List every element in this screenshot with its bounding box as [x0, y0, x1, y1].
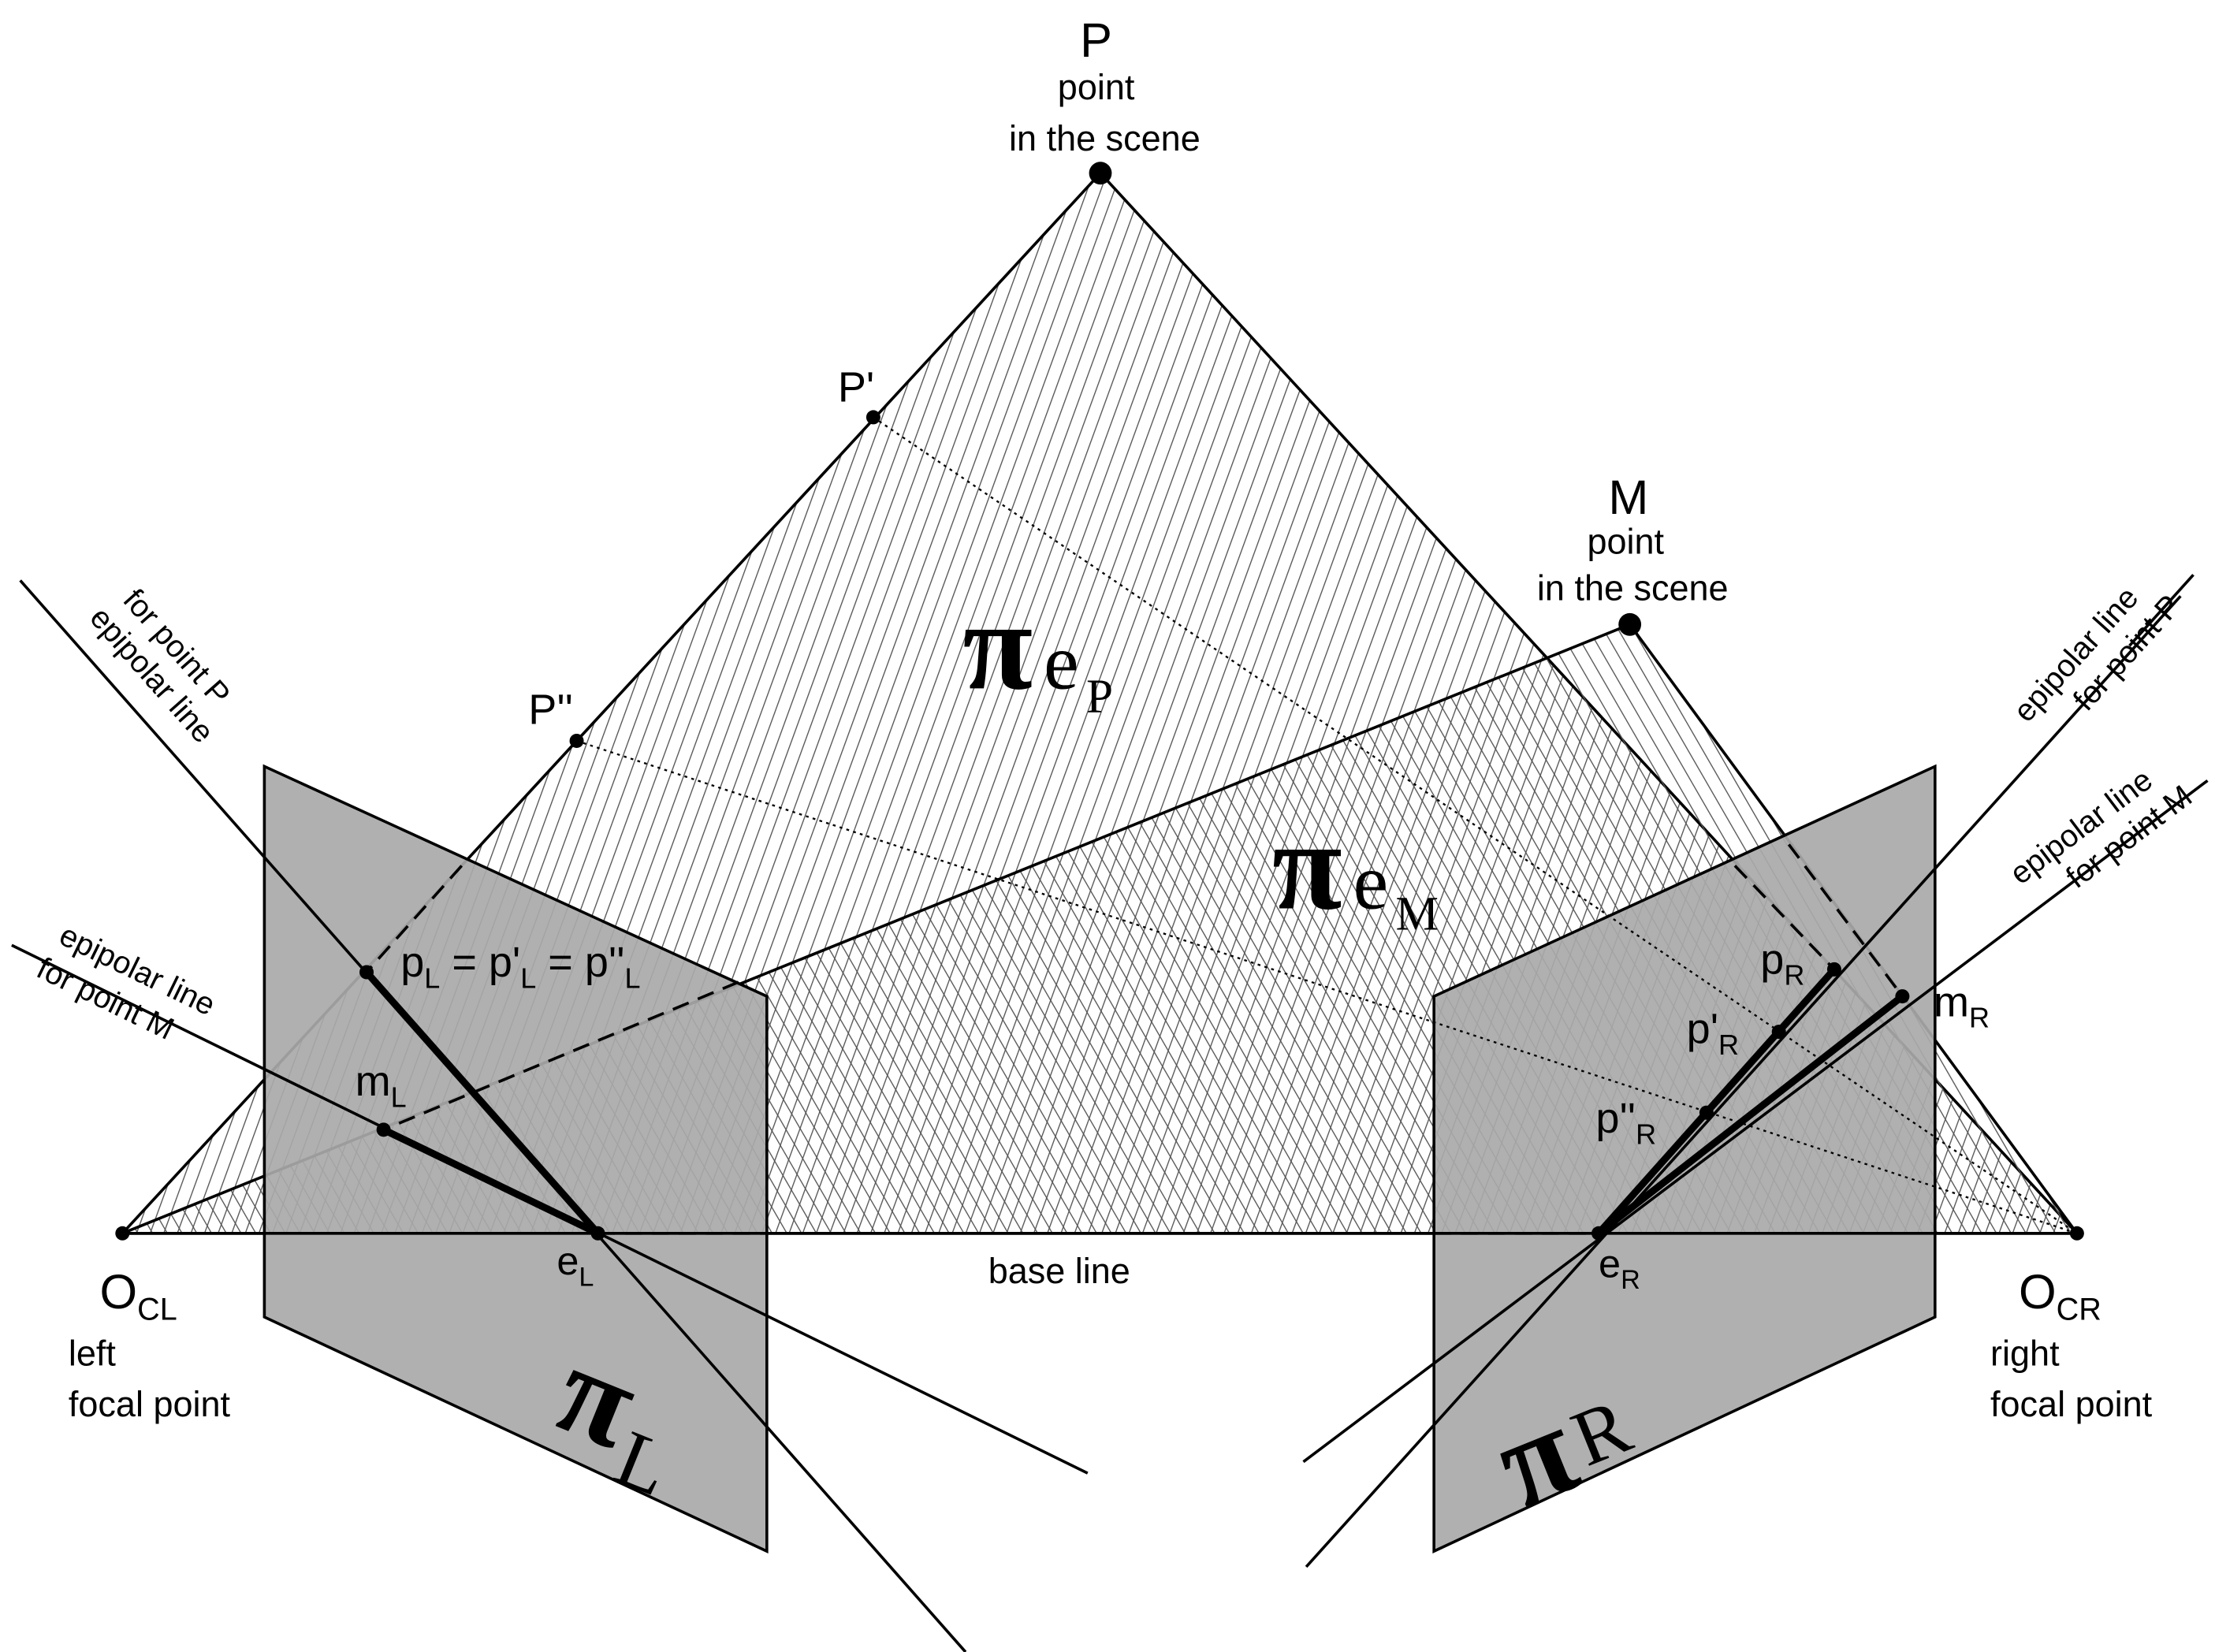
symbol-epipolar-plane-M: π e M [1272, 795, 1439, 940]
right-image-plane [1432, 764, 1937, 1553]
hidden-edge-right-M [1787, 843, 1904, 998]
right-epipolar-line-P [1305, 595, 2182, 1568]
hidden-edge-left-P [365, 865, 463, 973]
right-epipolar-segment-M [1596, 993, 1905, 1237]
caption-M-1: point [1587, 521, 1664, 561]
point-mL [376, 1122, 391, 1137]
point-M [1618, 612, 1642, 636]
right-caption-tick-P [2128, 574, 2195, 647]
label-P: P [1080, 13, 1112, 67]
label-mR: mR [1934, 978, 1990, 1033]
left-image-plane [262, 764, 769, 1553]
hidden-edge-left-M [382, 980, 739, 1132]
left-epipolar-segment-M [382, 1126, 600, 1237]
point-P-prime [866, 410, 880, 425]
label-P-prime: P' [838, 364, 874, 411]
epipole-left [590, 1226, 605, 1241]
caption-M-2: in the scene [1537, 568, 1729, 608]
svg-text:π: π [962, 575, 1033, 716]
right-epipolar-line-M [1302, 779, 2209, 1464]
label-M: M [1608, 471, 1648, 524]
symbol-epipolar-plane-P: π e P [962, 575, 1113, 724]
left-epipolar-segment-P [363, 969, 601, 1236]
caption-left-epiline-M: epipolar line for point M [32, 917, 221, 1047]
caption-left-focal-1: left [69, 1333, 117, 1373]
caption-P-2: in the scene [1009, 118, 1201, 158]
right-epipolar-segment-P [1595, 966, 1837, 1236]
caption-right-focal-2: focal point [1990, 1384, 2153, 1424]
point-pR [1826, 962, 1841, 977]
caption-left-focal-2: focal point [69, 1384, 231, 1424]
point-p-double-prime-R [1699, 1105, 1714, 1120]
ray-P-prime [873, 416, 2078, 1234]
label-eR: eR [1599, 1241, 1640, 1295]
point-P [1089, 162, 1112, 185]
caption-right-focal-1: right [1990, 1333, 2060, 1373]
label-eL: eL [557, 1238, 594, 1292]
label-pL-equation: pL = p'L = p''L [400, 939, 640, 994]
label-pR: pR [1760, 936, 1804, 991]
point-pL [359, 965, 374, 980]
label-base-line: base line [988, 1251, 1130, 1291]
point-p-prime-R [1771, 1025, 1786, 1040]
caption-right-epiline-M: epipolar line for point M [2004, 762, 2198, 895]
label-OCL: OCL [100, 1265, 177, 1326]
point-mR [1895, 989, 1910, 1004]
svg-text:e: e [1353, 837, 1389, 925]
caption-right-epiline-P: epipolar line for point P [2007, 580, 2187, 728]
epipole-right [1591, 1226, 1606, 1241]
point-P-double-prime [569, 733, 584, 748]
svg-text:e: e [1044, 617, 1079, 705]
caption-P-1: point [1058, 67, 1135, 107]
label-P-double-prime: P'' [528, 686, 573, 733]
label-mL: mL [356, 1058, 407, 1113]
hidden-edge-right-P [1733, 865, 1836, 971]
label-p-prime-R: p'R [1687, 1006, 1739, 1061]
svg-text:P: P [1086, 670, 1113, 724]
label-p-double-prime-R: p''R [1595, 1095, 1656, 1150]
caption-left-epiline-P: epipolar line for point P [83, 582, 236, 750]
svg-text:M: M [1396, 887, 1439, 940]
svg-text:π: π [1272, 795, 1342, 936]
focal-point-right [2069, 1226, 2084, 1241]
label-OCR: OCR [2019, 1265, 2101, 1326]
focal-point-left [115, 1226, 130, 1241]
ray-P-double-prime [576, 739, 2078, 1234]
